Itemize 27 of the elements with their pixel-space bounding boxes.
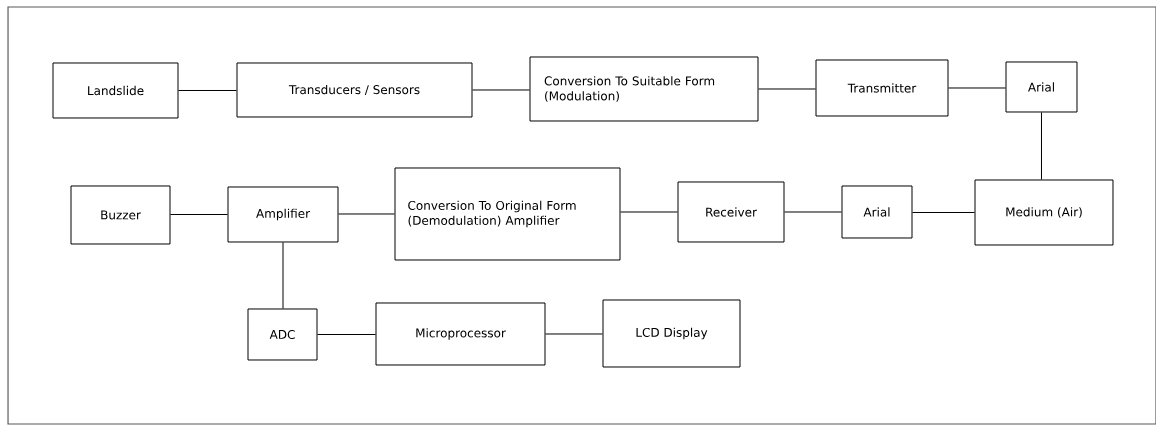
connector-line bbox=[178, 90, 237, 91]
process-box: Buzzer bbox=[70, 185, 171, 245]
process-box: ADC bbox=[247, 308, 318, 361]
process-box: Arial bbox=[1005, 61, 1078, 113]
process-box: LCD Display bbox=[602, 299, 741, 368]
process-box: Amplifier bbox=[227, 186, 339, 243]
connector-line bbox=[758, 88, 816, 90]
connector-line bbox=[1041, 112, 1042, 180]
process-box: Microprocessor bbox=[375, 302, 546, 366]
process-box: Conversion To Original Form (Demodulation) Amplifier bbox=[394, 167, 621, 261]
connector-line bbox=[282, 242, 284, 309]
connector-line bbox=[784, 211, 842, 213]
process-box: Transducers / Sensors bbox=[236, 62, 473, 118]
process-box: Receiver bbox=[677, 181, 785, 243]
connector-line bbox=[912, 212, 975, 213]
process-box: Landslide bbox=[52, 62, 179, 119]
connector-line bbox=[338, 213, 395, 215]
process-box: Arial bbox=[841, 185, 913, 239]
connector-line bbox=[317, 334, 376, 335]
connector-line bbox=[472, 89, 530, 91]
process-box: Conversion To Suitable Form (Modulation) bbox=[529, 56, 759, 122]
connector-line bbox=[620, 211, 678, 213]
process-box: Transmitter bbox=[815, 59, 949, 117]
connector-line bbox=[545, 333, 603, 335]
connector-line bbox=[170, 214, 228, 215]
process-box: Medium (Air) bbox=[974, 179, 1114, 246]
connector-line bbox=[948, 87, 1006, 89]
